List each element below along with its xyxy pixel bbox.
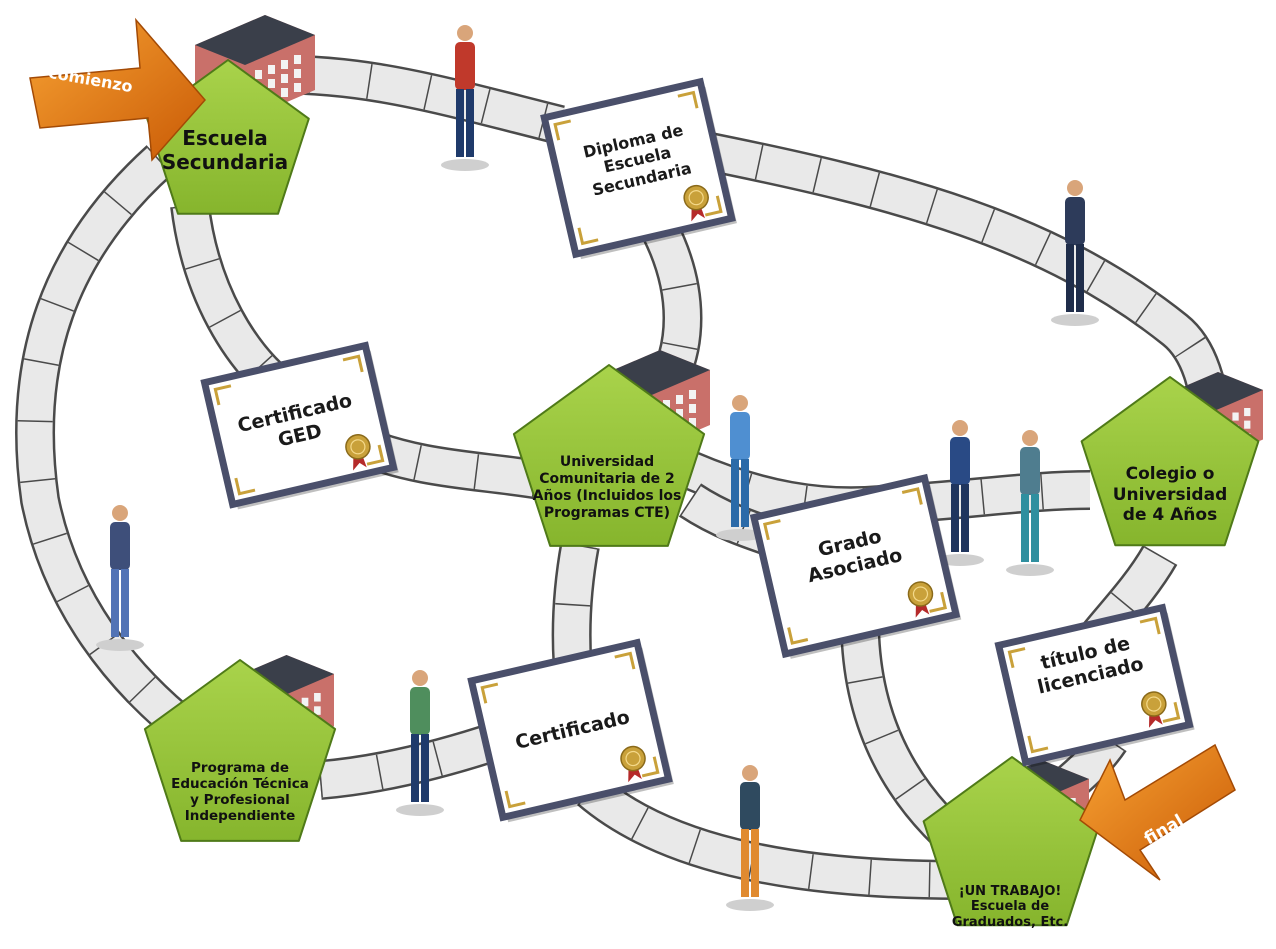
certificate-certificado bbox=[467, 638, 674, 823]
station-escuela-secundaria-label: Escuela Secundaria bbox=[161, 126, 289, 174]
person-7 bbox=[396, 670, 444, 816]
person-3 bbox=[716, 395, 764, 541]
stations-layer bbox=[143, 59, 1260, 927]
cert-titulo-licenciado-label: título de licenciado bbox=[1035, 632, 1146, 699]
people-layer bbox=[96, 25, 1099, 911]
pentagon-programa-educacion bbox=[143, 659, 337, 842]
cert-diploma-label: Diploma de Escuela Secundaria bbox=[581, 120, 694, 200]
station-programa-educacion: Programa de Educación Técnica y Profesio… bbox=[150, 748, 330, 836]
person-4 bbox=[936, 420, 984, 566]
cert-certificado-label: Certificado bbox=[513, 705, 632, 754]
station-programa-educacion-label: Programa de Educación Técnica y Profesio… bbox=[171, 759, 309, 825]
station-escuela-secundaria: Escuela Secundaria bbox=[150, 110, 300, 190]
certificate-diploma bbox=[540, 77, 737, 260]
arrows-layer bbox=[29, 17, 1236, 881]
person-2 bbox=[1051, 180, 1099, 326]
certificates-layer bbox=[200, 77, 1195, 823]
road-cert-to-job bbox=[576, 774, 961, 900]
station-colegio-universidad-label: Colegio o Universidad de 4 Años bbox=[1112, 464, 1228, 526]
start-arrow bbox=[29, 17, 206, 162]
person-5 bbox=[1006, 430, 1054, 576]
end-arrow bbox=[1079, 743, 1236, 881]
road-program-to-cert bbox=[318, 721, 507, 800]
pentagon-universidad-comunitaria bbox=[512, 364, 706, 547]
cert-grado-asociado-label: Grado Asociado bbox=[805, 525, 905, 588]
certificate-grado-asociado bbox=[749, 473, 962, 659]
certificate-ged bbox=[200, 341, 399, 510]
road-hs-left-loop bbox=[15, 145, 213, 756]
person-8 bbox=[726, 765, 774, 911]
person-1 bbox=[441, 25, 489, 171]
cert-ged-label: Certificado GED bbox=[235, 389, 355, 452]
station-universidad-comunitaria: Universidad Comunitaria de 2 Años (Inclu… bbox=[512, 440, 702, 536]
station-universidad-comunitaria-label: Universidad Comunitaria de 2 Años (Inclu… bbox=[532, 454, 682, 521]
road-diploma-to-4yr bbox=[696, 130, 1230, 421]
certificate-titulo-licenciado bbox=[994, 603, 1195, 768]
station-un-trabajo-label: ¡UN TRABAJO! Escuela de Graduados, Etc. bbox=[951, 883, 1069, 930]
person-6 bbox=[96, 505, 144, 651]
station-colegio-universidad: Colegio o Universidad de 4 Años bbox=[1090, 455, 1250, 535]
station-un-trabajo: ¡UN TRABAJO! Escuela de Graduados, Etc. bbox=[935, 872, 1085, 942]
pentagon-colegio-universidad bbox=[1080, 376, 1260, 547]
